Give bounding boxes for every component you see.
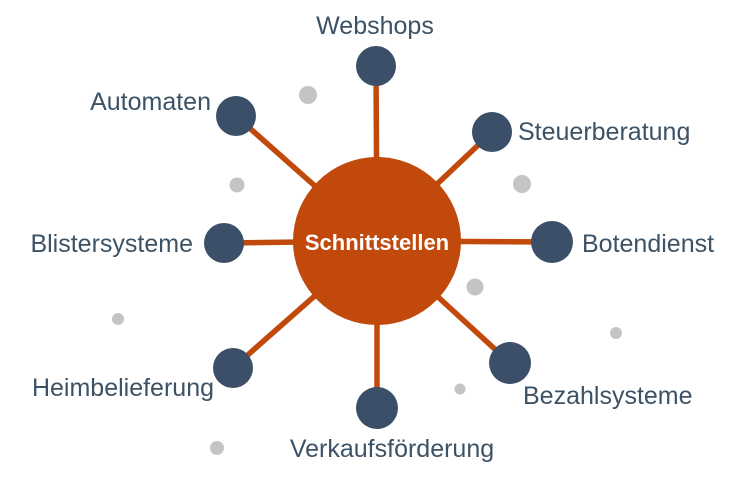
node-label-steuerberatung: Steuerberatung [518,118,690,146]
node-label-botendienst: Botendienst [582,230,714,258]
node-label-bezahlsysteme: Bezahlsysteme [523,382,693,410]
decorative-dot [513,175,531,193]
decorative-dot [610,327,622,339]
decorative-dot [112,313,124,325]
node-circle-heimbelieferung [213,348,253,388]
decorative-dot [299,86,317,104]
decorative-dots [112,86,622,455]
node-circle-blistersysteme [204,223,244,263]
node-label-webshops: Webshops [316,12,434,40]
node-circle-automaten [216,96,256,136]
node-circle-botendienst [531,221,573,263]
decorative-dot [210,441,224,455]
node-circle-verkaufsfoerderung [356,387,398,429]
node-label-blistersysteme: Blistersysteme [30,230,193,258]
node-circle-bezahlsysteme [489,342,531,384]
hub-label: Schnittstellen [305,230,449,255]
node-label-automaten: Automaten [90,88,211,116]
hub-circle [293,157,461,325]
node-label-heimbelieferung: Heimbelieferung [32,374,214,402]
node-circle-webshops [356,46,396,86]
decorative-dot [454,383,466,395]
node-label-verkaufsfoerderung: Verkaufsförderung [290,435,494,463]
decorative-dot [229,177,245,193]
node-circle-steuerberatung [472,112,512,152]
decorative-dot [466,278,484,296]
